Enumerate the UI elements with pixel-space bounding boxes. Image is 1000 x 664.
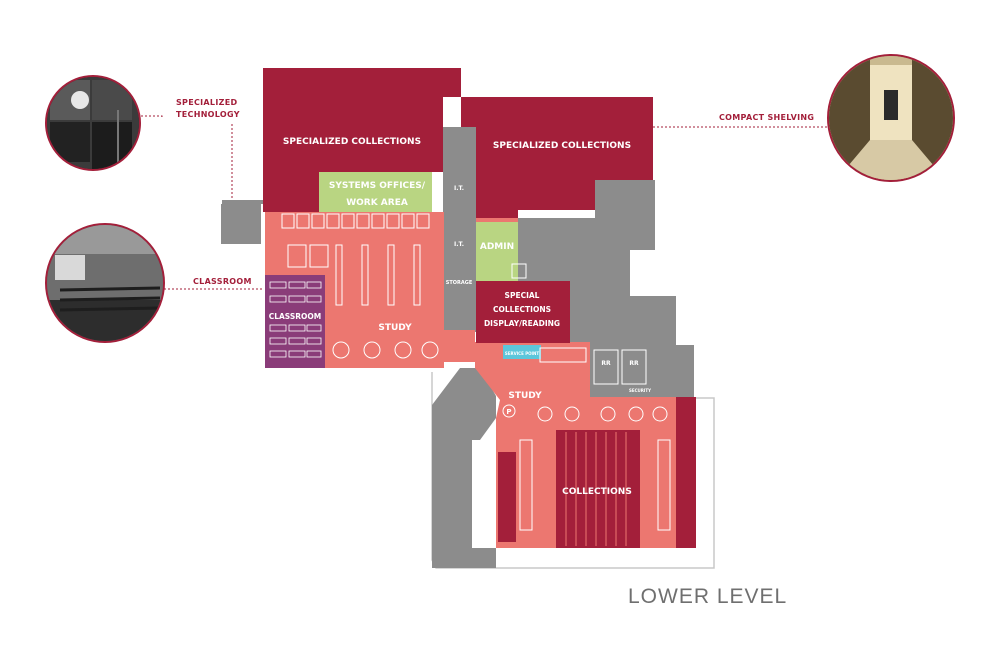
callout-classroom: CLASSROOM <box>193 277 252 286</box>
gray-upper-right <box>595 180 655 250</box>
room-labels: SPECIALIZED COLLECTIONS SPECIALIZED COLL… <box>269 137 651 497</box>
room-label-study-lower: STUDY <box>508 391 542 401</box>
room-label-special-collections-line2: COLLECTIONS <box>493 305 551 314</box>
room-label-classroom: CLASSROOM <box>269 312 322 321</box>
level-title: LOWER LEVEL <box>628 585 788 608</box>
side-shelves <box>498 452 694 542</box>
it-room-upper <box>443 127 476 252</box>
study-furniture <box>281 213 671 531</box>
room-label-collections: COLLECTIONS <box>562 487 632 497</box>
room-label-study-upper: STUDY <box>378 323 412 333</box>
room-label-rr-right: RR <box>629 360 639 367</box>
room-label-systems-offices-line1: SYSTEMS OFFICES/ <box>329 181 426 191</box>
classroom-desks <box>269 281 322 358</box>
room-label-storage: STORAGE <box>446 280 473 286</box>
gray-right-small <box>630 296 676 346</box>
callout-specialized-technology-line1: SPECIALIZED <box>176 98 238 107</box>
admin-area <box>476 222 518 281</box>
restroom-outlines <box>511 263 647 385</box>
room-label-systems-offices-line2: WORK AREA <box>346 198 408 208</box>
room-label-security: SECURITY <box>629 388 651 393</box>
restroom-block <box>590 345 694 397</box>
classroom-area <box>265 275 325 368</box>
room-label-it-lower: I.T. <box>454 241 464 248</box>
room-label-service-point: SERVICE POINT <box>505 351 540 356</box>
callout-leaders <box>141 115 829 290</box>
compact-shelving-photo <box>827 54 955 182</box>
room-label-special-collections-line1: SPECIAL <box>505 291 540 300</box>
parking-marker: P <box>506 408 511 416</box>
room-label-specialized-collections-right: SPECIALIZED COLLECTIONS <box>493 141 631 151</box>
callout-specialized-technology-line2: TECHNOLOGY <box>176 110 240 119</box>
collections-stacks <box>565 432 627 546</box>
entry-stair-left <box>221 204 261 244</box>
stair-wing-left <box>432 368 496 548</box>
classroom-photo <box>45 223 165 343</box>
special-collections-display <box>476 281 570 343</box>
systems-offices-area <box>319 172 432 212</box>
specialized-collections-right <box>461 97 653 218</box>
service-point-area <box>503 345 541 359</box>
room-label-special-collections-line3: DISPLAY/READING <box>484 319 560 328</box>
room-label-rr-left: RR <box>601 360 611 367</box>
room-label-specialized-collections-left: SPECIALIZED COLLECTIONS <box>283 137 421 147</box>
specialized-technology-photo <box>45 75 141 171</box>
callout-compact-shelving: COMPACT SHELVING <box>719 113 815 122</box>
it-room-lower <box>443 237 476 332</box>
room-label-admin: ADMIN <box>480 242 514 252</box>
specialized-collections-left <box>263 68 461 212</box>
room-label-it-upper: I.T. <box>454 185 464 192</box>
